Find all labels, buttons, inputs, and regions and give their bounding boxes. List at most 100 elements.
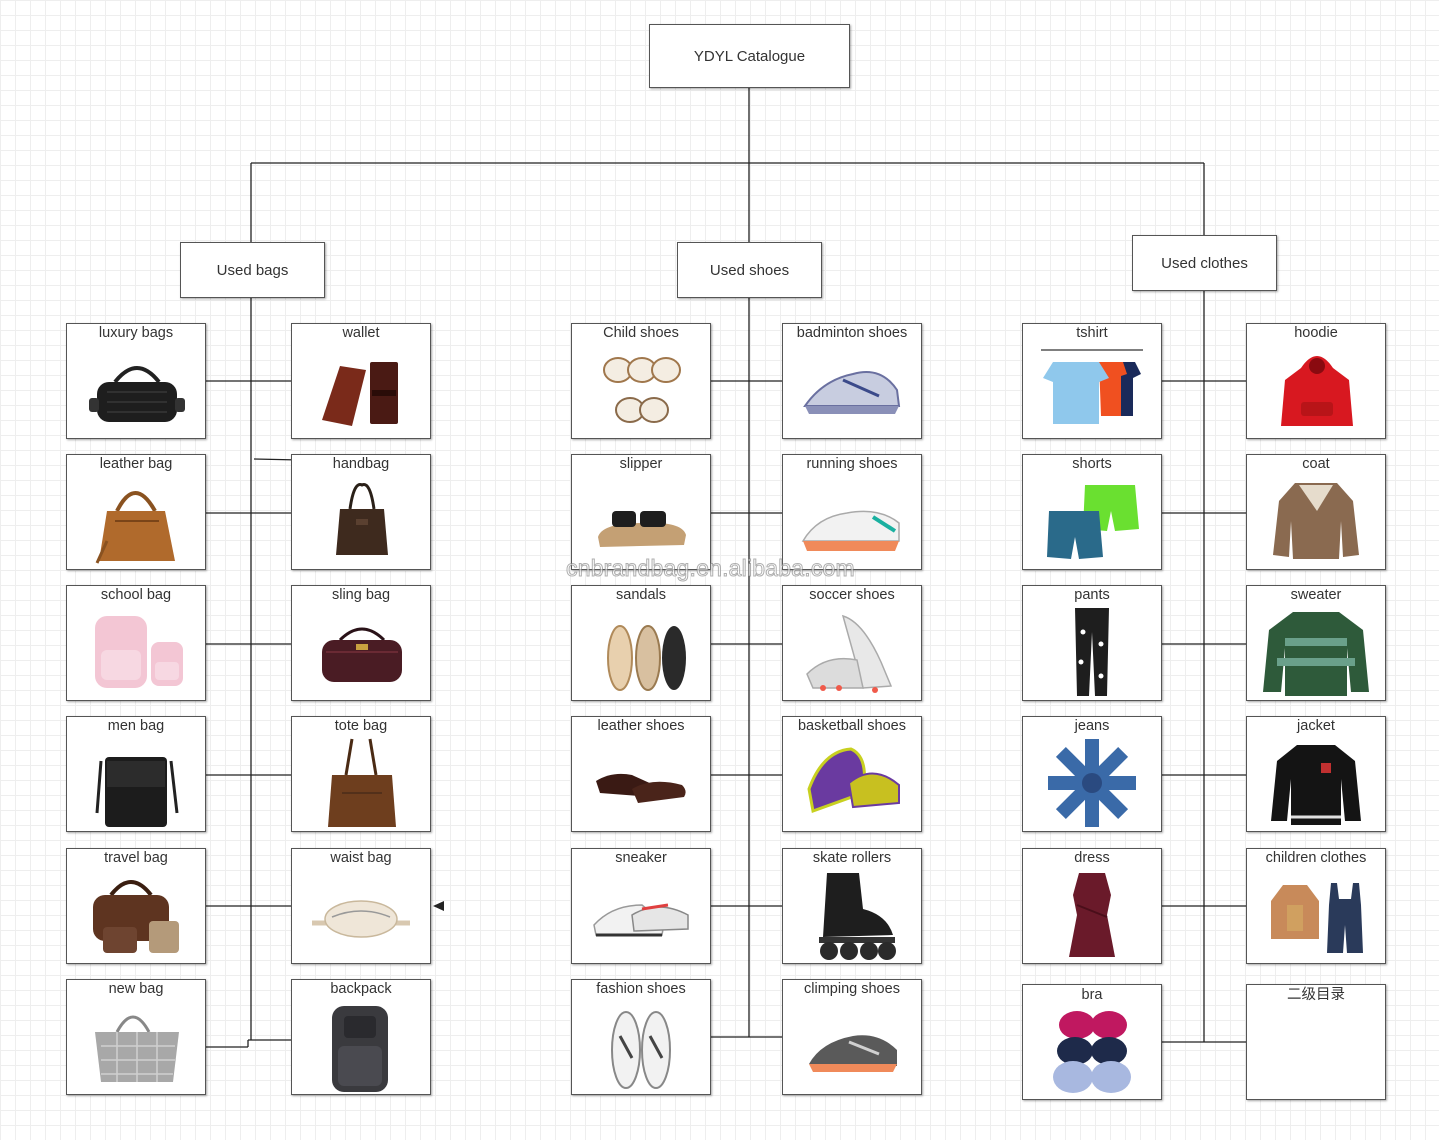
basketball-shoes-image xyxy=(807,747,900,814)
item-jacket[interactable]: jacket xyxy=(1246,716,1386,832)
coat-image xyxy=(1273,483,1359,559)
item-waist-bag[interactable]: waist bag xyxy=(291,848,431,964)
tshirt-image xyxy=(1041,349,1143,424)
item-label: sling bag xyxy=(331,587,391,603)
children-clothes-image xyxy=(1271,883,1363,953)
item-children-clothes[interactable]: children clothes xyxy=(1246,848,1386,964)
luxury-bag-image xyxy=(89,366,185,422)
category-used-bags[interactable]: Used bags xyxy=(180,242,325,298)
item-label: wallet xyxy=(342,325,380,341)
item-label: sweater xyxy=(1290,587,1342,603)
watermark: cnbrandbag.en.alibaba.com xyxy=(566,555,856,582)
item-sling-bag[interactable]: sling bag xyxy=(291,585,431,701)
item-label: luxury bags xyxy=(98,325,174,341)
item-luxury-bags[interactable]: luxury bags xyxy=(66,323,206,439)
root-node[interactable]: YDYL Catalogue xyxy=(649,24,850,88)
leather-shoes-image xyxy=(596,773,686,803)
item-label: fashion shoes xyxy=(596,981,686,997)
sling-bag-image xyxy=(322,627,402,682)
item-hoodie[interactable]: hoodie xyxy=(1246,323,1386,439)
item-fashion-shoes[interactable]: fashion shoes xyxy=(571,979,711,1095)
climbing-shoes-image xyxy=(809,1035,897,1072)
item-leather-shoes[interactable]: leather shoes xyxy=(571,716,711,832)
item-child-shoes[interactable]: Child shoes xyxy=(571,323,711,439)
item-travel-bag[interactable]: travel bag xyxy=(66,848,206,964)
men-bag-image xyxy=(95,757,179,827)
item-label: dress xyxy=(1074,850,1110,866)
backpack-image xyxy=(332,1006,388,1092)
category-used-clothes[interactable]: Used clothes xyxy=(1132,235,1277,291)
category-title: Used shoes xyxy=(709,261,790,279)
item-tshirt[interactable]: tshirt xyxy=(1022,323,1162,439)
item-badminton-shoes[interactable]: badminton shoes xyxy=(782,323,922,439)
category-used-shoes[interactable]: Used shoes xyxy=(677,242,822,298)
slipper-image xyxy=(598,511,686,547)
new-bag-image xyxy=(95,1015,179,1082)
school-bag-image xyxy=(95,616,183,688)
item-label: leather bag xyxy=(99,456,173,472)
item-label: hoodie xyxy=(1294,325,1338,341)
hoodie-image xyxy=(1281,356,1353,426)
item-label: tote bag xyxy=(334,718,388,734)
item-label: travel bag xyxy=(104,850,168,866)
item-label: basketball shoes xyxy=(797,718,906,734)
item-label: 二级目录 xyxy=(1287,987,1345,1003)
item-backpack[interactable]: backpack xyxy=(291,979,431,1095)
item-label: school bag xyxy=(100,587,172,603)
item-climbing-shoes[interactable]: climping shoes xyxy=(782,979,922,1095)
item-sandals[interactable]: sandals xyxy=(571,585,711,701)
item-label: new bag xyxy=(108,981,164,997)
item-leather-bag[interactable]: leather bag xyxy=(66,454,206,570)
item-sweater[interactable]: sweater xyxy=(1246,585,1386,701)
leather-bag-image xyxy=(95,491,175,564)
item-coat[interactable]: coat xyxy=(1246,454,1386,570)
dress-image xyxy=(1069,873,1115,957)
item-label: badminton shoes xyxy=(796,325,908,341)
pants-image xyxy=(1075,608,1109,696)
item-school-bag[interactable]: school bag xyxy=(66,585,206,701)
jeans-image xyxy=(1048,739,1136,827)
fashion-shoes-image xyxy=(611,1011,671,1089)
item-skate-rollers[interactable]: skate rollers xyxy=(782,848,922,964)
item-label: jacket xyxy=(1297,718,1335,734)
item-sneaker[interactable]: sneaker xyxy=(571,848,711,964)
arrow-icon xyxy=(433,901,444,911)
item-basketball-shoes[interactable]: basketball shoes xyxy=(782,716,922,832)
root-title: YDYL Catalogue xyxy=(693,47,806,65)
item-running-shoes[interactable]: running shoes xyxy=(782,454,922,570)
item-secondary-catalogue[interactable]: 二级目录 xyxy=(1246,984,1386,1100)
item-wallet[interactable]: wallet xyxy=(291,323,431,439)
item-label: soccer shoes xyxy=(809,587,895,603)
handbag-image xyxy=(336,483,388,555)
sandals-image xyxy=(607,625,686,691)
item-bra[interactable]: bra xyxy=(1022,984,1162,1100)
jacket-image xyxy=(1271,745,1361,825)
item-dress[interactable]: dress xyxy=(1022,848,1162,964)
badminton-shoes-image xyxy=(803,371,901,414)
item-men-bag[interactable]: men bag xyxy=(66,716,206,832)
category-title: Used bags xyxy=(216,261,289,279)
item-label: climping shoes xyxy=(804,981,900,997)
item-new-bag[interactable]: new bag xyxy=(66,979,206,1095)
item-slipper[interactable]: slipper xyxy=(571,454,711,570)
item-pants[interactable]: pants xyxy=(1022,585,1162,701)
item-label: coat xyxy=(1302,456,1330,472)
sweater-image xyxy=(1263,612,1369,696)
item-soccer-shoes[interactable]: soccer shoes xyxy=(782,585,922,701)
item-jeans[interactable]: jeans xyxy=(1022,716,1162,832)
soccer-shoes-image xyxy=(806,614,893,693)
item-label: bra xyxy=(1081,987,1103,1003)
running-shoes-image xyxy=(801,510,900,551)
item-handbag[interactable]: handbag xyxy=(291,454,431,570)
item-shorts[interactable]: shorts xyxy=(1022,454,1162,570)
item-label: Child shoes xyxy=(603,325,679,341)
item-label: shorts xyxy=(1072,456,1112,472)
item-label: men bag xyxy=(107,718,165,734)
tote-bag-image xyxy=(328,738,396,827)
item-tote-bag[interactable]: tote bag xyxy=(291,716,431,832)
item-label: sandals xyxy=(616,587,666,603)
item-label: slipper xyxy=(619,456,663,472)
item-label: handbag xyxy=(332,456,390,472)
item-label: skate rollers xyxy=(812,850,892,866)
item-label: children clothes xyxy=(1265,850,1367,866)
